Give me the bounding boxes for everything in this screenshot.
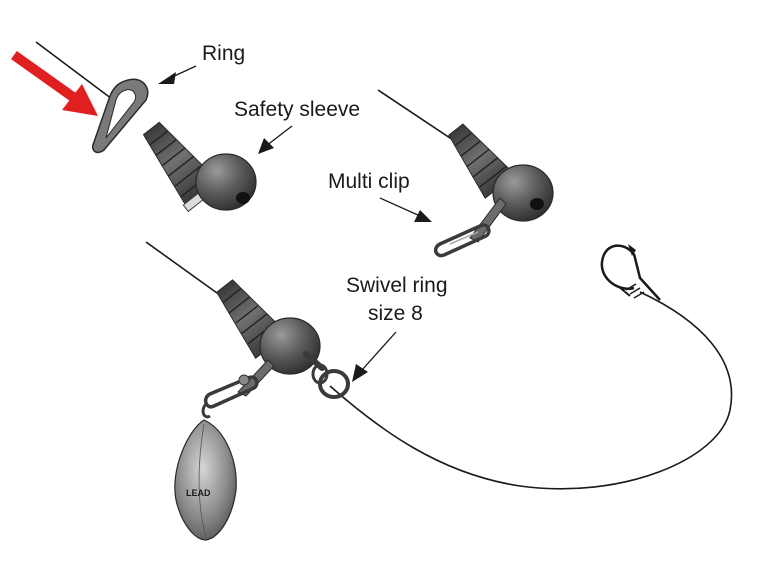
bead-bottom: [259, 317, 321, 375]
main-line-bottom: [145, 241, 225, 299]
label-multi-clip: Multi clip: [328, 170, 410, 193]
ring-and-sleeve-assembly: [35, 41, 257, 213]
label-swivel-ring: Swivel ring: [346, 274, 448, 297]
hooklength-line: [329, 291, 733, 490]
pointer-ring-arrow: [158, 65, 197, 84]
multi-clip-bottom: [203, 375, 259, 409]
label-swivel-size: size 8: [368, 302, 423, 325]
pointer-multi-clip-arrow: [379, 197, 432, 222]
pointer-sleeve-arrow: [258, 125, 293, 154]
lead-label: LEAD: [186, 488, 211, 498]
pointer-swivel-arrow: [352, 331, 397, 382]
bead-top-right: [492, 164, 554, 222]
swivel-ring-part: [318, 369, 350, 399]
label-ring: Ring: [202, 42, 245, 65]
fish-hook-icon: [600, 244, 661, 301]
multi-clip-assembly: [377, 89, 554, 258]
label-safety-sleeve: Safety sleeve: [234, 98, 360, 121]
complete-rig-assembly: LEAD: [145, 241, 350, 541]
lead-weight: [174, 419, 237, 541]
red-arrow-icon: [11, 51, 98, 116]
main-line-top-right: [377, 89, 457, 143]
multi-clip-part: [433, 223, 491, 258]
